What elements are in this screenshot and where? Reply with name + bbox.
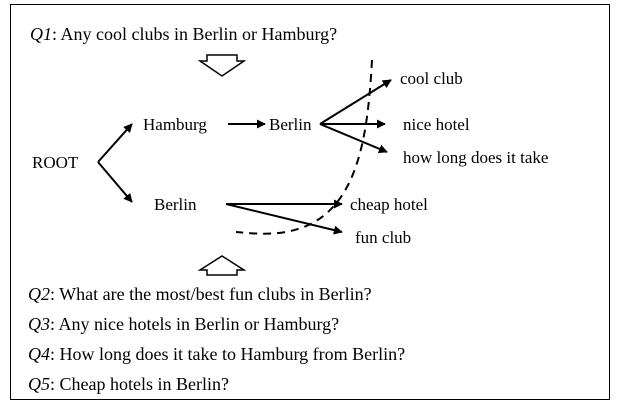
- query-q1-text: : Any cool clubs in Berlin or Hamburg?: [52, 24, 337, 44]
- query-q2: Q2: What are the most/best fun clubs in …: [28, 284, 372, 304]
- leaf-fun-club: fun club: [355, 228, 411, 247]
- query-q1: Q1: Any cool clubs in Berlin or Hamburg?: [30, 24, 337, 44]
- leaf-cheap-hotel: cheap hotel: [350, 195, 428, 214]
- edge-berlin-how-long: [319, 123, 388, 154]
- query-q5: Q5: Cheap hotels in Berlin?: [28, 374, 229, 394]
- node-root: ROOT: [32, 153, 79, 172]
- query-q3-text: : Any nice hotels in Berlin or Hamburg?: [50, 314, 339, 334]
- query-q4-label: Q4: [28, 344, 50, 364]
- node-berlin: Berlin: [154, 195, 197, 214]
- query-q5-text: : Cheap hotels in Berlin?: [50, 374, 229, 394]
- query-q4-text: : How long does it take to Hamburg from …: [50, 344, 405, 364]
- hollow-up-arrow: [197, 255, 247, 276]
- leaf-nice-hotel: nice hotel: [403, 115, 470, 134]
- query-q1-label: Q1: [30, 24, 52, 44]
- query-q2-label: Q2: [28, 284, 50, 304]
- query-q3: Q3: Any nice hotels in Berlin or Hamburg…: [28, 314, 339, 334]
- edge-berlin-fun-club: [225, 203, 343, 235]
- leaf-cool-club: cool club: [400, 69, 463, 88]
- diagram-frame: [10, 4, 610, 400]
- node-hamburg-berlin: Berlin: [269, 115, 312, 134]
- query-q4: Q4: How long does it take to Hamburg fro…: [28, 344, 405, 364]
- edge-root-berlin: [97, 161, 133, 203]
- edge-berlin-cool-club: [319, 79, 392, 125]
- edge-root-hamburg: [97, 123, 133, 163]
- query-q5-label: Q5: [28, 374, 50, 394]
- query-q2-text: : What are the most/best fun clubs in Be…: [50, 284, 372, 304]
- node-hamburg: Hamburg: [143, 115, 207, 134]
- hollow-down-arrow: [197, 54, 247, 77]
- leaf-how-long: how long does it take: [403, 148, 548, 167]
- query-q3-label: Q3: [28, 314, 50, 334]
